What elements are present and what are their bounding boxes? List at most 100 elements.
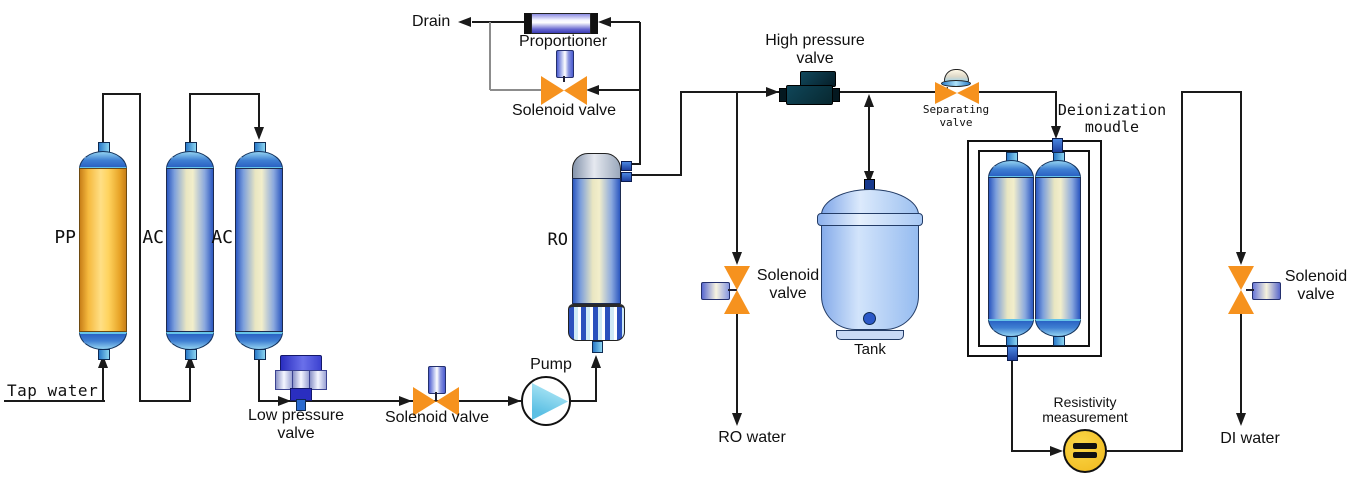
pipe bbox=[258, 93, 260, 127]
pipe-return bbox=[489, 22, 491, 90]
label-line: Solenoid bbox=[756, 267, 820, 284]
di-cylinder-1 bbox=[988, 152, 1034, 346]
column-cap bbox=[79, 332, 127, 350]
flow-arrow bbox=[1236, 252, 1246, 265]
flow-arrow bbox=[864, 94, 874, 107]
ro-label: RO bbox=[547, 230, 568, 250]
module-inner-box bbox=[978, 150, 1090, 347]
pipe bbox=[599, 89, 640, 91]
label-line: Solenoid bbox=[1284, 268, 1348, 285]
pipe bbox=[102, 366, 104, 402]
flow-arrow bbox=[98, 355, 108, 368]
tank-label: Tank bbox=[854, 341, 886, 358]
column-nozzle bbox=[1053, 336, 1065, 346]
tap-water-label: Tap water bbox=[7, 381, 99, 400]
ro-body bbox=[572, 178, 621, 304]
flow-arrow bbox=[399, 396, 412, 406]
valve-stem bbox=[728, 289, 737, 291]
valve-body bbox=[1228, 290, 1254, 314]
pp-column-body bbox=[79, 168, 127, 332]
tank-dome bbox=[821, 189, 919, 215]
pump bbox=[521, 376, 571, 426]
column-nozzle bbox=[185, 349, 197, 360]
valve-body bbox=[564, 76, 587, 105]
deionization-module-label: Deionization moudle bbox=[1044, 102, 1180, 136]
ro-port bbox=[621, 172, 632, 182]
pipe bbox=[639, 22, 641, 165]
pipe bbox=[630, 174, 682, 176]
valve-stem bbox=[435, 392, 437, 401]
pump-label: Pump bbox=[530, 356, 572, 373]
label-line: valve bbox=[796, 50, 834, 67]
solenoid-actuator bbox=[556, 50, 574, 78]
pipe bbox=[258, 354, 260, 402]
pipe bbox=[4, 400, 105, 402]
pipe bbox=[1107, 450, 1182, 452]
solenoid-actuator bbox=[1252, 282, 1281, 300]
flow-arrow bbox=[278, 396, 291, 406]
drain-label: Drain bbox=[412, 13, 451, 30]
pipe bbox=[102, 93, 141, 95]
label-line: valve bbox=[769, 285, 807, 302]
pipe bbox=[139, 400, 191, 402]
flow-arrow bbox=[508, 396, 521, 406]
column-cap bbox=[1035, 319, 1081, 337]
pipe bbox=[1240, 92, 1242, 253]
column-nozzle bbox=[98, 349, 110, 360]
pipe bbox=[595, 366, 597, 402]
flow-arrow bbox=[1236, 413, 1246, 426]
pipe bbox=[189, 93, 260, 95]
ro-port bbox=[621, 161, 632, 171]
pipe bbox=[868, 105, 870, 172]
meter-bar bbox=[1073, 452, 1097, 458]
column-cap bbox=[79, 151, 127, 169]
tank-base bbox=[836, 330, 904, 340]
pipe bbox=[1055, 92, 1057, 127]
ro-membrane-column bbox=[568, 153, 632, 353]
valve-fin bbox=[275, 370, 293, 390]
pipe bbox=[1011, 450, 1050, 452]
pipe bbox=[102, 95, 104, 151]
flow-arrow bbox=[458, 17, 471, 27]
label-line: valve bbox=[277, 425, 315, 442]
pipe bbox=[472, 21, 525, 23]
pipe bbox=[736, 92, 738, 254]
solenoid-valve-drain-label: Solenoid valve bbox=[511, 102, 617, 119]
column-nozzle bbox=[1006, 336, 1018, 346]
valve-stem bbox=[296, 399, 306, 411]
module-inlet-port bbox=[1052, 138, 1063, 153]
pipe-return bbox=[490, 89, 541, 91]
proportioner-label: Proportioner bbox=[518, 33, 608, 50]
column-nozzle bbox=[592, 341, 603, 353]
label-line: High pressure bbox=[765, 32, 865, 49]
column-cap bbox=[166, 151, 214, 169]
pipe bbox=[189, 95, 191, 151]
module-outer-box bbox=[967, 140, 1102, 357]
valve-body bbox=[786, 85, 833, 105]
column-cap bbox=[988, 160, 1034, 178]
resistivity-label: Resistivity measurement bbox=[1021, 395, 1149, 425]
ac-filter-column-2 bbox=[235, 142, 283, 360]
label-line: Deionization bbox=[1057, 101, 1167, 119]
proportioner-endcap bbox=[591, 13, 598, 34]
solenoid-valve-feed-label: Solenoid valve bbox=[384, 409, 490, 426]
valve-fin bbox=[309, 370, 327, 390]
module-outlet-port bbox=[1007, 346, 1018, 361]
flow-arrow bbox=[1050, 446, 1063, 456]
pipe bbox=[1181, 91, 1242, 93]
label-line: moudle bbox=[1084, 118, 1140, 136]
pipe bbox=[680, 92, 682, 175]
pipe bbox=[139, 93, 141, 402]
di-water-label: DI water bbox=[1220, 430, 1280, 447]
valve-body bbox=[1228, 266, 1254, 290]
flow-arrow bbox=[732, 413, 742, 426]
label-line: measurement bbox=[1042, 409, 1128, 425]
tank-band bbox=[817, 213, 923, 226]
separating-valve-label: Separating valve bbox=[896, 103, 1016, 129]
pp-filter-column bbox=[79, 142, 127, 360]
solenoid-actuator bbox=[428, 366, 446, 394]
high-pressure-valve bbox=[779, 71, 840, 105]
pp-label: PP bbox=[54, 227, 76, 248]
low-pressure-valve bbox=[275, 355, 327, 411]
